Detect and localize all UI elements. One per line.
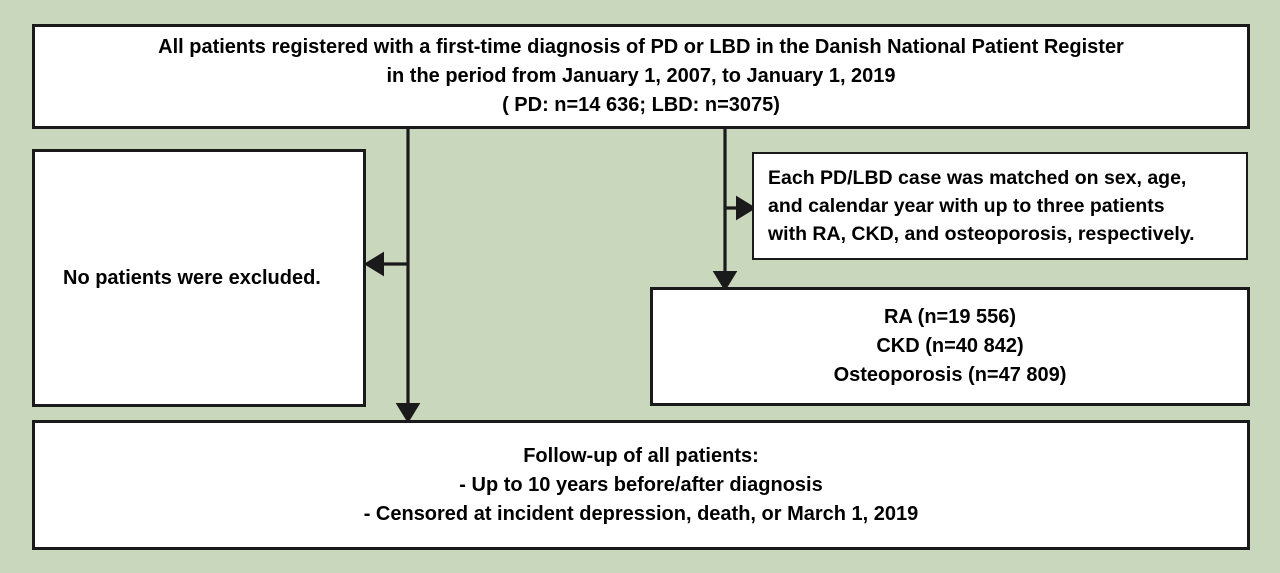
matching-line-3: with RA, CKD, and osteoporosis, respecti… (768, 223, 1195, 246)
source-population-line-2: in the period from January 1, 2007, to J… (386, 65, 896, 87)
exclusions-line-1: No patients were excluded. (63, 266, 321, 289)
follow-up-line-3: - Censored at incident depression, death… (363, 502, 919, 525)
follow-up-box: Follow-up of all patients: - Up to 10 ye… (32, 420, 1250, 550)
follow-up-line-2: - Up to 10 years before/after diagnosis (459, 473, 823, 496)
exclusions-box: No patients were excluded. (32, 149, 366, 407)
comparator-line-osteoporosis: Osteoporosis (n=47 809) (833, 364, 1067, 386)
follow-up-line-1: Follow-up of all patients: (523, 444, 759, 467)
source-population-box: All patients registered with a first-tim… (32, 24, 1250, 129)
matching-line-1: Each PD/LBD case was matched on sex, age… (768, 166, 1187, 189)
matching-description-box: Each PD/LBD case was matched on sex, age… (752, 152, 1248, 260)
comparator-line-ckd: CKD (n=40 842) (876, 335, 1024, 357)
source-population-line-3: ( PD: n=14 636; LBD: n=3075) (502, 94, 780, 116)
comparator-line-ra: RA (n=19 556) (883, 306, 1017, 328)
matching-line-2: and calendar year with up to three patie… (768, 194, 1165, 217)
comparator-cohorts-box: RA (n=19 556) CKD (n=40 842) Osteoporosi… (650, 287, 1250, 406)
source-population-line-1: All patients registered with a first-tim… (158, 36, 1124, 58)
